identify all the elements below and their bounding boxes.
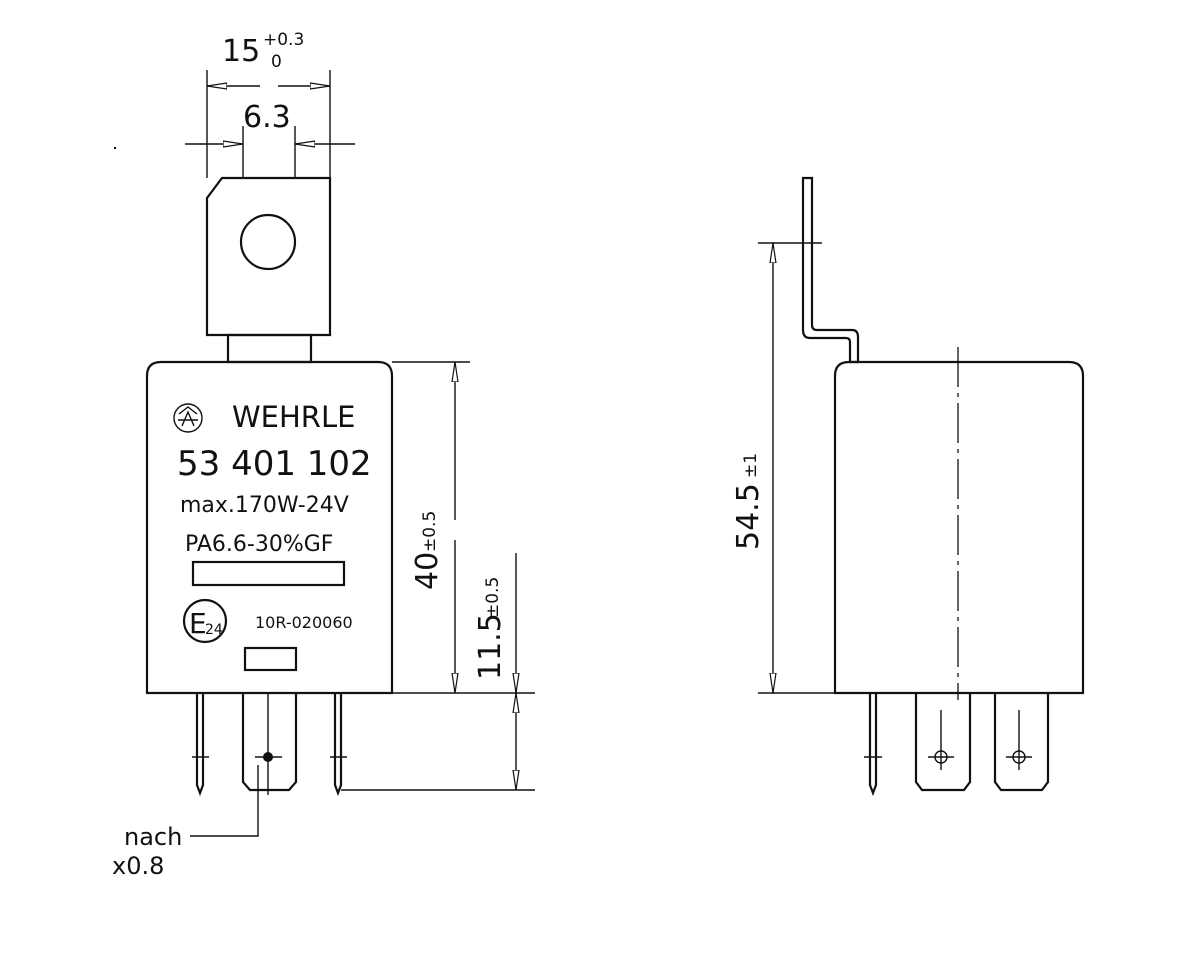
svg-text:E: E (189, 607, 207, 640)
stray-dot (113, 146, 117, 150)
note-line-1: nach (124, 823, 182, 851)
dimension-tab-width: 15 +0.3 0 (206, 30, 331, 178)
svg-text:11.5: 11.5 (473, 613, 508, 680)
svg-text:24: 24 (205, 622, 223, 638)
rating-label: max.170W-24V (180, 493, 349, 518)
svg-text:6.3: 6.3 (243, 100, 291, 135)
tab-neck (226, 333, 313, 364)
pin-left (195, 693, 205, 797)
svg-text:54.5: 54.5 (731, 483, 766, 550)
relay-body-side (833, 360, 1085, 695)
svg-text:+0.3: +0.3 (263, 30, 304, 50)
svg-text:±0.5: ±0.5 (420, 511, 440, 552)
e-mark-icon: E 24 (182, 598, 228, 644)
terminal-side-1 (914, 693, 972, 792)
dimension-hole-width: 6.3 (185, 100, 355, 178)
terminal-center (241, 693, 298, 792)
brand-label: WEHRLE (232, 400, 355, 434)
svg-text:40: 40 (410, 552, 445, 590)
side-view (801, 176, 1085, 797)
front-view: WEHRLE 53 401 102 max.170W-24V PA6.6-30%… (145, 176, 394, 797)
note-leader: nach x0.8 (112, 765, 259, 880)
dimension-pin-length: 11.5 ±0.5 (341, 553, 535, 791)
date-field (243, 646, 298, 672)
material-label: PA6.6-30%GF (185, 532, 333, 557)
dimension-overall-height: 54.5 ±1 (731, 242, 835, 694)
mounting-bracket (801, 176, 860, 364)
relay-body (145, 360, 394, 695)
svg-text:±1: ±1 (741, 453, 761, 478)
mounting-tab (205, 176, 332, 337)
note-line-2: x0.8 (112, 852, 164, 880)
svg-text:15: 15 (222, 34, 260, 69)
approval-number: 10R-020060 (255, 613, 353, 632)
pin-right (333, 693, 343, 797)
dimension-body-height: 40 ±0.5 (392, 361, 535, 694)
svg-text:0: 0 (271, 52, 282, 72)
pin-side (868, 693, 878, 797)
terminal-side-2 (993, 693, 1050, 792)
logo-icon (173, 403, 203, 433)
mounting-hole (239, 213, 297, 271)
svg-text:±0.5: ±0.5 (483, 577, 503, 618)
marking-field (191, 560, 346, 587)
part-number: 53 401 102 (177, 444, 372, 484)
